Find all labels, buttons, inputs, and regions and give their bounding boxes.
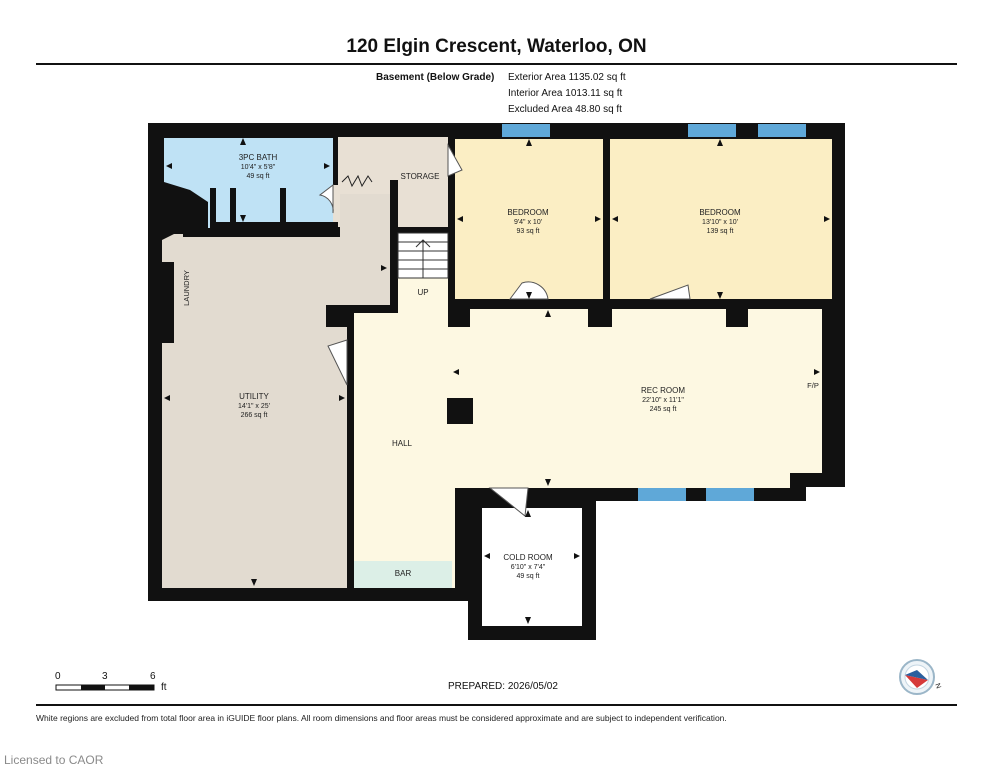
rec-room-area: 245 sq ft xyxy=(650,406,677,413)
bedroom-2-name: BEDROOM xyxy=(699,208,741,217)
scale-unit: ft xyxy=(161,682,167,693)
rec-room-dims: 22'10" x 11'1" xyxy=(642,397,684,404)
laundry-label: LAUNDRY xyxy=(182,270,191,306)
utility-floor xyxy=(162,194,390,588)
utility-name: UTILITY xyxy=(239,392,269,401)
windows xyxy=(502,124,806,501)
rec-room-floor xyxy=(354,278,822,588)
footer-rule xyxy=(36,704,957,706)
bedroom-2-floor xyxy=(610,139,832,299)
utility-dims: 14'1" x 25' xyxy=(238,403,270,410)
bath-area: 49 sq ft xyxy=(247,173,270,180)
hall-label: HALL xyxy=(392,439,413,448)
bedroom-1-dims: 9'4" x 10' xyxy=(514,219,542,226)
scale-bar xyxy=(55,684,155,691)
compass-icon: N xyxy=(899,659,942,695)
excluded-area: Excluded Area 48.80 sq ft xyxy=(508,104,622,115)
header-rule xyxy=(36,63,957,65)
scale-tick-6: 6 xyxy=(150,671,156,682)
bath-name: 3PC BATH xyxy=(239,153,278,162)
storage-name: STORAGE xyxy=(401,172,440,181)
rec-room-name: REC ROOM xyxy=(641,386,685,395)
bath-floor xyxy=(164,138,333,228)
interior-area: Interior Area 1013.11 sq ft xyxy=(508,88,623,99)
stairs xyxy=(397,232,449,279)
compass-label: N xyxy=(933,683,941,690)
bedroom-1-area: 93 sq ft xyxy=(517,228,540,235)
plan-title: 120 Elgin Crescent, Waterloo, ON xyxy=(346,36,647,57)
scale-tick-0: 0 xyxy=(55,671,61,682)
level-label: Basement (Below Grade) xyxy=(376,72,495,83)
dimension-arrows xyxy=(164,138,830,624)
bath-dims: 10'4" x 5'8" xyxy=(241,164,276,171)
interior-walls xyxy=(162,137,822,601)
bedroom-1-name: BEDROOM xyxy=(507,208,549,217)
scale-tick-3: 3 xyxy=(102,671,108,682)
disclaimer: White regions are excluded from total fl… xyxy=(36,713,727,723)
license-watermark: Licensed to CAOR xyxy=(4,753,104,767)
bedroom-2-dims: 13'10" x 10' xyxy=(702,219,738,226)
bedroom-2-area: 139 sq ft xyxy=(707,228,734,235)
cold-room-area: 49 sq ft xyxy=(517,573,540,580)
cold-room-name: COLD ROOM xyxy=(503,553,553,562)
bar-floor xyxy=(354,561,452,588)
bar-label: BAR xyxy=(395,569,412,578)
fireplace-label: F/P xyxy=(807,381,819,390)
cold-room-dims: 6'10" x 7'4" xyxy=(511,564,546,571)
utility-area: 266 sq ft xyxy=(241,412,268,419)
stairs-label: UP xyxy=(417,288,428,297)
prepared-date: PREPARED: 2026/05/02 xyxy=(448,681,558,692)
bedroom-1-floor xyxy=(455,139,603,299)
exterior-area: Exterior Area 1135.02 sq ft xyxy=(508,72,626,83)
doors xyxy=(318,143,691,517)
cold-room-floor xyxy=(482,508,582,626)
